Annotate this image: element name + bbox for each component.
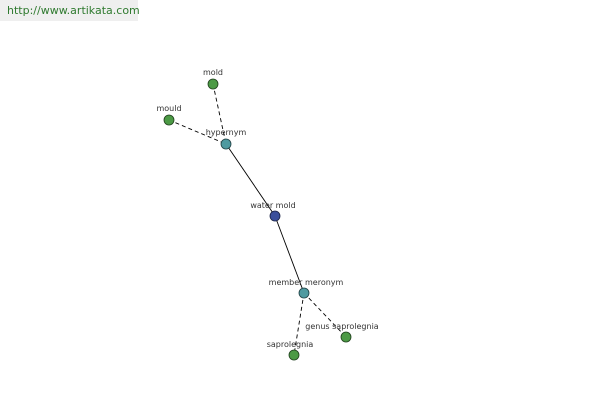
label-saprolegnia: saprolegnia	[267, 340, 314, 349]
label-mold: mold	[203, 68, 223, 77]
node-member-meronym[interactable]	[298, 287, 310, 299]
site-url-link[interactable]: http://www.artikata.com	[7, 4, 140, 17]
node-genus-saprolegnia[interactable]	[340, 331, 352, 343]
node-hypernym[interactable]	[220, 138, 232, 150]
node-mould[interactable]	[163, 114, 175, 126]
label-mould: mould	[156, 104, 181, 113]
label-water-mold: water mold	[250, 201, 295, 210]
url-banner: http://www.artikata.com	[0, 0, 140, 21]
edge-member-meronym-genus-saprolegnia	[303, 292, 347, 338]
label-hypernym: hypernym	[206, 128, 247, 137]
node-saprolegnia[interactable]	[288, 349, 300, 361]
edge-mold-hypernym	[212, 83, 227, 145]
label-genus-saprolegnia: genus saprolegnia	[305, 322, 379, 331]
label-member-meronym: member meronym	[269, 278, 344, 287]
edge-water-mold-member-meronym	[274, 215, 305, 294]
edge-hypernym-water-mold	[225, 143, 276, 217]
node-mold[interactable]	[207, 78, 219, 90]
edge-mould-hypernym	[168, 119, 227, 145]
edge-member-meronym-saprolegnia	[293, 292, 305, 356]
node-water-mold[interactable]	[269, 210, 281, 222]
